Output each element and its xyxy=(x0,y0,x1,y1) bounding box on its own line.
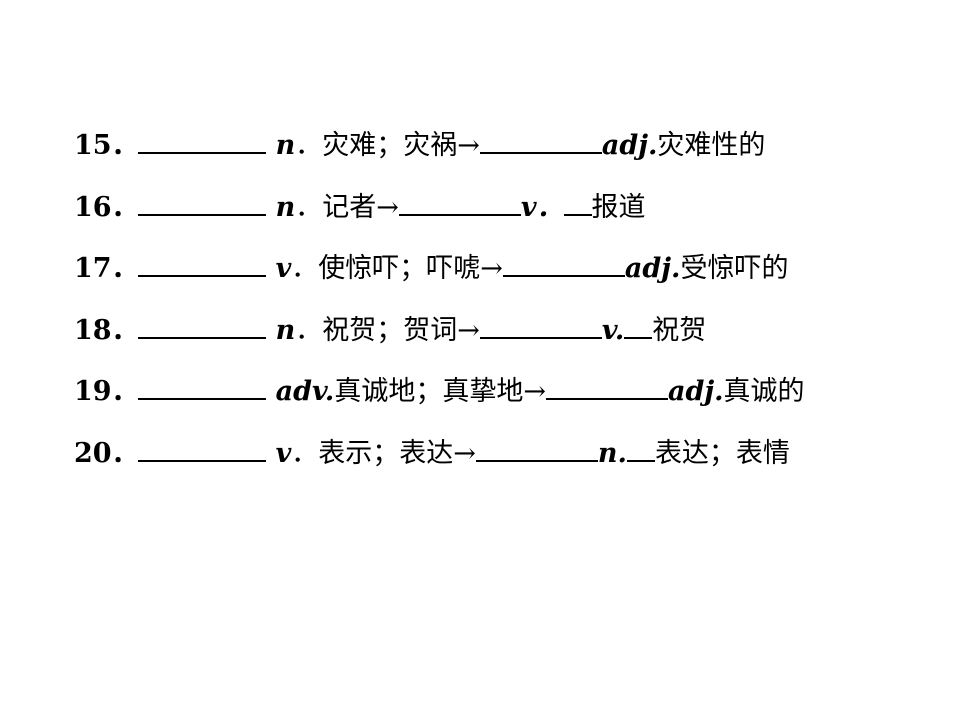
vocab-item-16: 16． n． 记者→ v． 报道 xyxy=(74,186,805,248)
derived-pos: adj. xyxy=(624,253,681,284)
pos-dot: ． xyxy=(291,253,319,284)
derived-meaning: 受惊吓的 xyxy=(680,253,789,284)
item-number: 19 xyxy=(74,376,112,407)
derived-meaning: 表达；表情 xyxy=(654,437,790,469)
answer-blank[interactable] xyxy=(137,434,266,462)
vocab-item-20: 20． v． 表示；表达→ n. 表达；表情 xyxy=(74,432,805,494)
meaning: 表示；表达→ xyxy=(318,437,476,469)
derived-blank[interactable] xyxy=(479,311,602,339)
vocab-list: 15． n． 灾难；灾祸→ adj. 灾难性的 16． n． 记者→ v． 报道… xyxy=(74,124,805,493)
derived-pos: v. xyxy=(601,314,625,346)
answer-blank[interactable] xyxy=(137,188,266,216)
part-of-speech: adv. xyxy=(275,376,335,407)
part-of-speech: v xyxy=(275,253,292,284)
derived-meaning: 报道 xyxy=(591,191,646,223)
inline-underline xyxy=(626,434,655,462)
pos-dot: ． xyxy=(295,314,323,346)
part-of-speech: n xyxy=(275,130,296,161)
meaning: 使惊吓；吓唬→ xyxy=(318,253,503,284)
vocab-item-18: 18． n． 祝贺；贺词→ v. 祝贺 xyxy=(74,309,805,371)
derived-pos: adj. xyxy=(601,130,658,161)
vocab-item-19: 19． adv. 真诚地；真挚地→ adj. 真诚的 xyxy=(74,370,805,432)
part-of-speech: n xyxy=(275,191,296,223)
pos-dot: ． xyxy=(291,437,319,469)
derived-meaning: 祝贺 xyxy=(652,314,707,346)
derived-blank[interactable] xyxy=(475,434,598,462)
answer-blank[interactable] xyxy=(137,126,266,154)
derived-blank[interactable] xyxy=(479,126,602,154)
meaning: 祝贺；贺词→ xyxy=(322,314,480,346)
answer-blank[interactable] xyxy=(137,372,266,400)
derived-pos: adj. xyxy=(667,376,724,407)
vocab-item-15: 15． n． 灾难；灾祸→ adj. 灾难性的 xyxy=(74,124,805,186)
vocab-item-17: 17． v． 使惊吓；吓唬→ adj. 受惊吓的 xyxy=(74,247,805,309)
inline-underline xyxy=(624,311,653,339)
item-separator: ． xyxy=(111,376,139,407)
meaning: 灾难；灾祸→ xyxy=(322,130,480,161)
item-number: 20 xyxy=(74,437,112,469)
item-separator: ． xyxy=(111,191,139,223)
derived-pos: v． xyxy=(520,191,564,223)
item-number: 16 xyxy=(74,191,112,223)
part-of-speech: n xyxy=(275,314,296,346)
pos-dot: ． xyxy=(295,191,323,223)
item-separator: ． xyxy=(111,437,139,469)
pos-dot: ． xyxy=(295,130,323,161)
meaning: 记者→ xyxy=(322,191,399,223)
item-number: 18 xyxy=(74,314,112,346)
inline-underline xyxy=(563,188,592,216)
part-of-speech: v xyxy=(275,437,292,469)
item-number: 17 xyxy=(74,253,112,284)
derived-blank[interactable] xyxy=(545,372,668,400)
derived-blank[interactable] xyxy=(398,188,521,216)
derived-pos: n. xyxy=(597,437,627,469)
item-separator: ． xyxy=(111,130,139,161)
meaning: 真诚地；真挚地→ xyxy=(334,376,546,407)
item-number: 15 xyxy=(74,130,112,161)
derived-meaning: 真诚的 xyxy=(723,376,805,407)
item-separator: ． xyxy=(111,253,139,284)
answer-blank[interactable] xyxy=(137,249,266,277)
answer-blank[interactable] xyxy=(137,311,266,339)
item-separator: ． xyxy=(111,314,139,346)
derived-blank[interactable] xyxy=(502,249,625,277)
derived-meaning: 灾难性的 xyxy=(657,130,766,161)
